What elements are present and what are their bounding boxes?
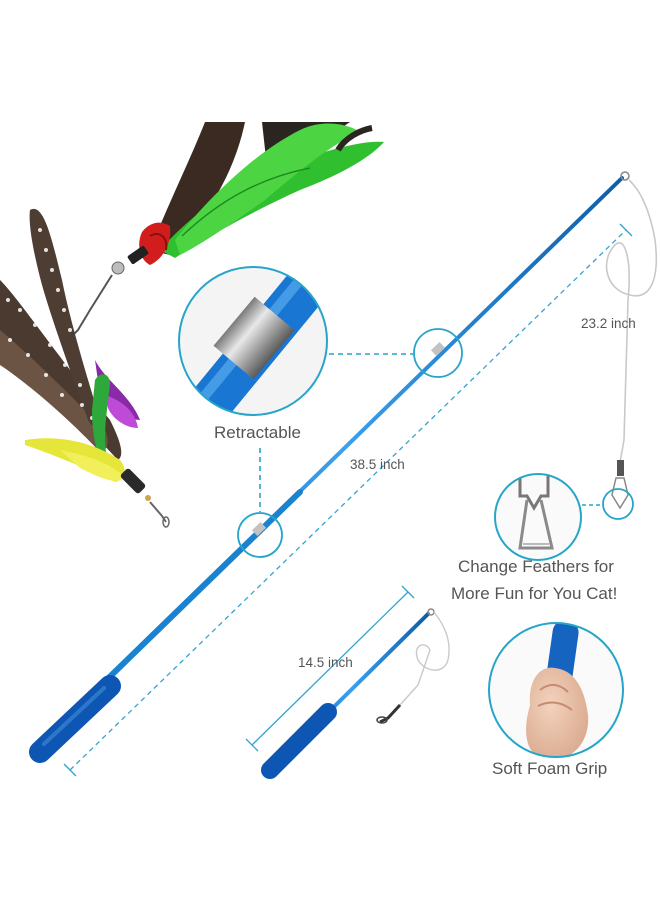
length-38-5-label: 38.5 inch xyxy=(350,457,405,472)
length-14-5-label: 14.5 inch xyxy=(298,655,353,670)
feather-clip-callout xyxy=(494,473,634,561)
dimension-38-5-inch xyxy=(63,223,633,777)
retractable-callout xyxy=(178,266,463,558)
length-23-2-label: 23.2 inch xyxy=(581,316,636,331)
change-feathers-label-line2: More Fun for You Cat! xyxy=(451,584,618,603)
feather-toy-green xyxy=(71,122,384,337)
dimension-14-5-inch xyxy=(245,585,415,752)
change-feathers-label-line1: Change Feathers for xyxy=(458,557,614,576)
long-wand xyxy=(29,171,658,763)
short-wand xyxy=(261,608,450,779)
feather-toy-speckled xyxy=(0,208,170,528)
soft-grip-callout xyxy=(488,622,624,758)
soft-grip-label: Soft Foam Grip xyxy=(492,759,608,778)
retractable-label: Retractable xyxy=(214,423,301,442)
